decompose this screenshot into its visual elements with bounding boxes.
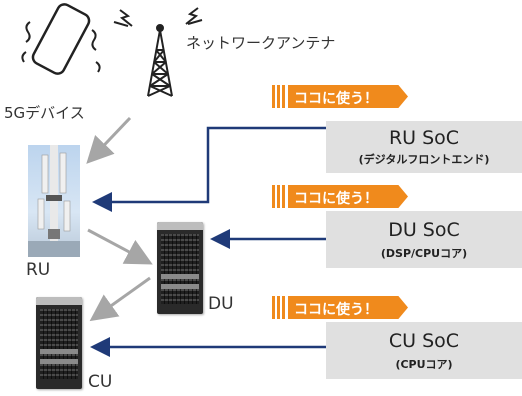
ru-soc-title: RU SoC — [388, 127, 460, 149]
ru-soc-panel: RU SoC (デジタルフロントエンド) — [326, 121, 522, 173]
smartphone-icon — [21, 3, 101, 75]
cu-soc-panel: CU SoC (CPUコア) — [326, 322, 522, 379]
ru-tag-text: ココに使う！ — [294, 91, 378, 107]
ru-soc-subtitle: (デジタルフロントエンド) — [358, 153, 490, 166]
cu-label: CU — [88, 372, 113, 392]
cu-soc-title: CU SoC — [388, 330, 460, 352]
du-soc-title: DU SoC — [388, 219, 460, 241]
du-tag-text: ココに使う！ — [294, 191, 378, 207]
du-soc-panel: DU SoC (DSP/CPUコア) — [326, 211, 522, 268]
antenna-label: ネットワークアンテナ — [186, 34, 336, 52]
du-use-here-tag: ココに使う！ — [272, 185, 412, 208]
cu-soc-subtitle: (CPUコア) — [395, 358, 453, 371]
antenna-to-ru-connector — [86, 116, 132, 164]
device-label: 5Gデバイス — [4, 104, 85, 122]
ru-tower-photo — [28, 145, 80, 257]
du-server-icon — [157, 222, 203, 314]
du-to-cu-connector — [89, 276, 151, 322]
ru-soc-connector — [92, 126, 326, 212]
antenna-tower-icon — [113, 7, 203, 97]
cu-use-here-tag: ココに使う！ — [272, 296, 412, 319]
ru-label: RU — [26, 260, 51, 280]
du-label: DU — [208, 294, 234, 314]
cu-server-icon — [36, 297, 82, 389]
cu-tag-text: ココに使う！ — [294, 302, 378, 318]
ru-to-du-connector — [87, 228, 153, 265]
ru-use-here-tag: ココに使う！ — [272, 85, 412, 108]
du-soc-subtitle: (DSP/CPUコア) — [380, 247, 468, 260]
